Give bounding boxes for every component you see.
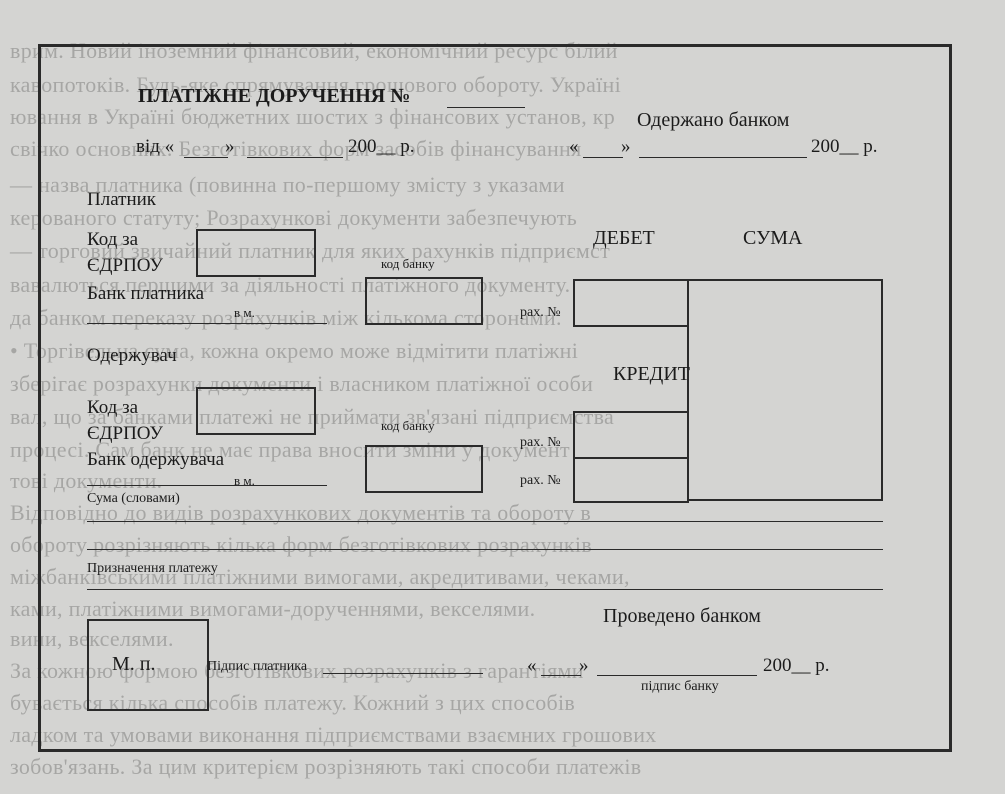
bg-line: обороту розрізняють кілька форм безготів…	[10, 532, 593, 557]
bg-line: процесі. Сам банк не має права вносити з…	[10, 437, 570, 462]
payer-edrpou-label-1: Код за	[87, 229, 139, 250]
payer-signature-label: Підпис платника	[207, 659, 308, 674]
bg-line: тові документи.	[10, 468, 163, 493]
sum-label: СУМА	[743, 227, 803, 249]
credit-label: КРЕДИТ	[613, 363, 690, 385]
sum-field[interactable]	[687, 279, 883, 501]
stamp-label: М. п.	[112, 653, 156, 675]
sum-words-field[interactable]	[87, 521, 883, 522]
order-number-field[interactable]	[447, 107, 525, 108]
bg-line: • Торгівельна сума, кожна окремо може ві…	[10, 338, 579, 363]
recipient-edrpou-field[interactable]	[196, 387, 316, 435]
received-date-close: »	[621, 136, 631, 157]
bg-line: зберігає розрахунки документи і власнико…	[10, 371, 594, 396]
bg-line: За кожною формою безготівкових розрахунк…	[10, 658, 584, 683]
recipient-edrpou-label-1: Код за	[87, 397, 139, 418]
recipient-account-field-2[interactable]	[573, 457, 689, 503]
payment-purpose-label: Призначення платежу	[87, 561, 218, 576]
recipient-bank-code-label: код банку	[381, 418, 435, 433]
bg-line: вини, векселями.	[10, 626, 174, 651]
payer-bank-label: Банк платника	[87, 283, 205, 304]
sum-words-field-2[interactable]	[87, 549, 883, 550]
processed-year: 200__ р.	[763, 655, 830, 676]
processed-month-field[interactable]	[597, 675, 757, 676]
payer-bank-code-field[interactable]	[365, 277, 483, 325]
bg-line: врим. Новий іноземний фінансовий, економ…	[10, 38, 618, 63]
payer-bank-name-field[interactable]	[87, 323, 327, 324]
bg-line: Відповідно до видів розрахункових докуме…	[10, 500, 592, 525]
bg-line: ладком та умовами виконання підприємства…	[10, 722, 657, 747]
processed-date-open: «	[527, 655, 537, 676]
payer-signature-field[interactable]	[323, 673, 483, 674]
recipient-bank-name-field[interactable]	[87, 485, 327, 486]
received-date-open: «	[569, 136, 579, 157]
date-prefix: від «	[136, 136, 175, 157]
bank-signature-label: підпис банку	[641, 679, 719, 694]
debit-label: ДЕБЕТ	[593, 227, 655, 249]
bg-line: — назва платника (повинна по-першому змі…	[10, 172, 565, 197]
recipient-account-label-2: рах. №	[520, 473, 561, 488]
received-day-field[interactable]	[583, 157, 623, 158]
bg-line: да банком переказу розрахунків між кільк…	[10, 305, 562, 330]
bg-line: ками, платіжними вимогами-дорученнями, в…	[10, 596, 536, 621]
payment-order-form: ПЛАТІЖНЕ ДОРУЧЕННЯ № від « » 200__ р. Од…	[38, 44, 952, 752]
date-year: 200__ р.	[348, 136, 415, 157]
received-by-bank-label: Одержано банком	[637, 109, 790, 131]
recipient-label: Одержувач	[87, 345, 177, 366]
bg-line: керованого статуту; Розрахункові докумен…	[10, 205, 578, 230]
bg-line: кавопотоків. Будь-яке спрямування грошов…	[10, 72, 622, 97]
received-year: 200__ р.	[811, 136, 878, 157]
processed-date-close: »	[579, 655, 589, 676]
bg-line: вал, що за банками платежі не приймати з…	[10, 404, 615, 429]
recipient-bank-code-field[interactable]	[365, 445, 483, 493]
date-day-field[interactable]	[184, 157, 228, 158]
payer-account-field[interactable]	[573, 279, 689, 327]
bg-line: — торговий звичайний платник для яких ра…	[10, 238, 611, 263]
bg-line: зобов'язань. За цим критерієм розрізняют…	[10, 754, 642, 779]
payer-edrpou-label-2: ЄДРПОУ	[87, 255, 163, 276]
bg-line: міжбанківськими платіжними вимогами, акр…	[10, 564, 630, 589]
recipient-account-field[interactable]	[573, 411, 689, 459]
recipient-account-label: рах. №	[520, 435, 561, 450]
date-close-quote: »	[225, 136, 235, 157]
payer-label: Платник	[87, 189, 157, 210]
payer-edrpou-field[interactable]	[196, 229, 316, 277]
stamp-box: М. п.	[87, 619, 209, 711]
date-month-field[interactable]	[247, 157, 343, 158]
processed-by-bank-label: Проведено банком	[603, 605, 761, 627]
bg-line: ювання в Україні бюджетних шостих з фіна…	[10, 104, 616, 129]
bg-line: свічко основних. Безготівкових форм засо…	[10, 136, 582, 161]
processed-day-field[interactable]	[541, 675, 581, 676]
payment-purpose-field[interactable]	[87, 589, 883, 590]
form-title: ПЛАТІЖНЕ ДОРУЧЕННЯ №	[138, 85, 411, 107]
recipient-edrpou-label-2: ЄДРПОУ	[87, 423, 163, 444]
payer-city-label: в м.	[234, 305, 255, 320]
recipient-city-label: в м.	[234, 473, 255, 488]
received-month-field[interactable]	[639, 157, 807, 158]
recipient-bank-label: Банк одержувача	[87, 449, 225, 470]
payer-bank-code-label: код банку	[381, 256, 435, 271]
payer-account-label: рах. №	[520, 305, 561, 320]
sum-words-label: Сума (словами)	[87, 491, 180, 506]
